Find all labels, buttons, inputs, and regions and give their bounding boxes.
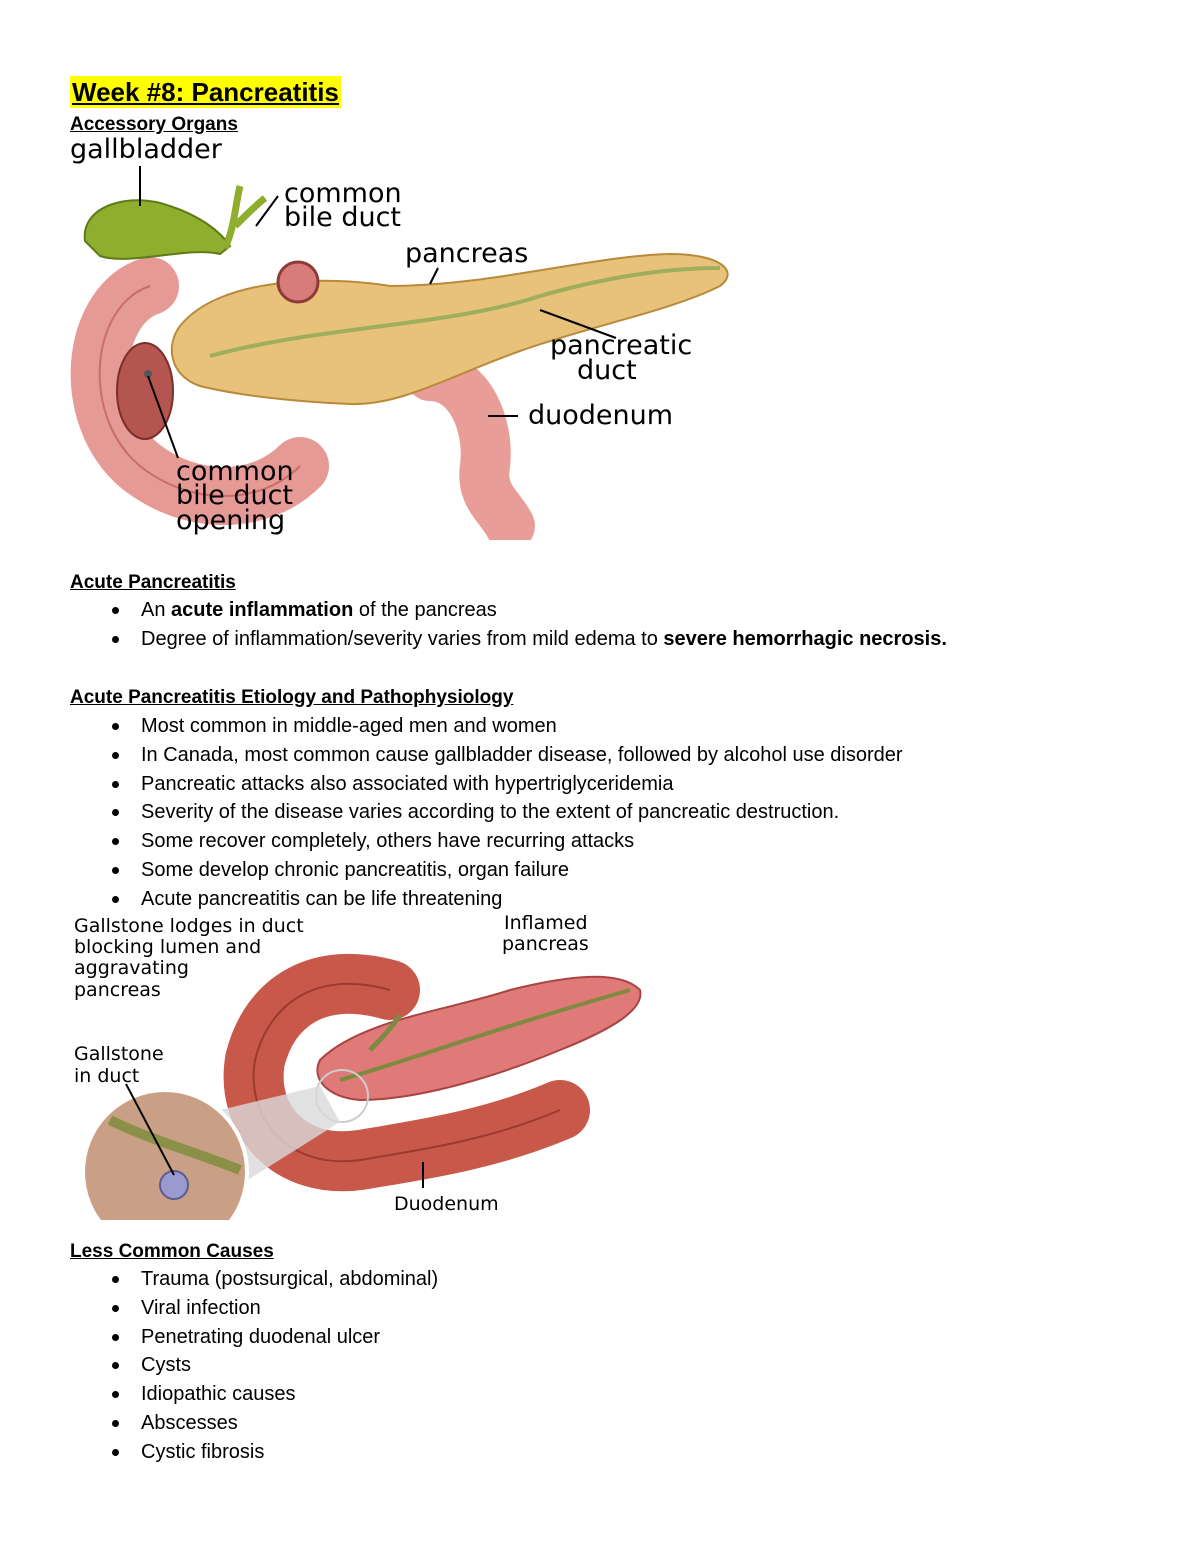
pancreas-leader (429, 267, 439, 285)
heading-accessory-organs: Accessory Organs (70, 114, 238, 135)
list-item: Severity of the disease varies according… (70, 798, 903, 827)
list-item: Degree of inflammation/severity varies f… (70, 625, 947, 654)
label-gallbladder: gallbladder (70, 136, 223, 165)
list-item: Viral infection (70, 1294, 438, 1323)
inflamed-pancreas-figure: Gallstone lodges in duct blocking lumen … (70, 910, 650, 1256)
cbd-leader (255, 195, 279, 227)
label-opening-2: bile duct (176, 480, 293, 511)
cystic-duct (221, 185, 268, 250)
label-stone-2: in duct (74, 1065, 139, 1087)
pancreas-shape (316, 975, 642, 1102)
label-opening-1: common (176, 456, 294, 487)
stone-leader (125, 1083, 175, 1176)
bile-duct-line (368, 1013, 403, 1052)
list-item: Penetrating duodenal ulcer (70, 1323, 438, 1352)
bile-duct-opening-dot (144, 370, 152, 378)
label-lodge-4: pancreas (74, 979, 161, 1001)
duodenum-tail-shape (405, 351, 535, 551)
pancreatic-duct-line (339, 988, 631, 1082)
page-title: Week #8: Pancreatitis (70, 76, 341, 108)
label-lodge-3: aggravating (74, 957, 189, 979)
gallbladder-shape (83, 199, 232, 260)
label-opening-3: opening (176, 505, 285, 536)
label-lodge-2: blocking lumen and (74, 936, 261, 958)
pancreas-anatomy-figure: gallbladder common bile duct pancreas pa… (70, 134, 754, 551)
opening-leader (147, 375, 179, 459)
less-common-causes-list: Trauma (postsurgical, abdominal) Viral i… (70, 1265, 438, 1467)
label-stone-1: Gallstone (74, 1043, 164, 1065)
heading-etiology: Acute Pancreatitis Etiology and Pathophy… (70, 687, 514, 708)
pancreatic-duct-leader (539, 309, 617, 339)
list-item: Most common in middle-aged men and women (70, 712, 903, 741)
list-item: Pancreatic attacks also associated with … (70, 770, 903, 799)
label-cbd-2: bile duct (284, 202, 401, 233)
label-inflamed-1: Inflamed (504, 912, 588, 934)
label-pancreas: pancreas (405, 238, 528, 269)
label-pduct-2: duct (577, 355, 637, 386)
label-inflamed-2: pancreas (502, 933, 589, 955)
bile-duct-ring (276, 260, 320, 304)
list-item: Some recover completely, others have rec… (70, 827, 903, 856)
duodenum-outline (98, 285, 301, 497)
gallstone (159, 1170, 189, 1200)
list-item: Acute pancreatitis can be life threateni… (70, 885, 903, 914)
inflamed-pancreas-illustration: Gallstone lodges in duct blocking lumen … (74, 912, 642, 1256)
etiology-list: Most common in middle-aged men and women… (70, 712, 903, 914)
list-item: An acute inflammation of the pancreas (70, 596, 947, 625)
label-lodge-1: Gallstone lodges in duct (74, 915, 304, 937)
list-item: Cystic fibrosis (70, 1438, 438, 1467)
pancreatic-duct-line (209, 266, 721, 358)
label-cbd-1: common (284, 178, 402, 209)
label-duodenum: duodenum (528, 400, 673, 431)
label-duodenum: Duodenum (394, 1193, 499, 1215)
list-item: Some develop chronic pancreatitis, organ… (70, 856, 903, 885)
list-item: Cysts (70, 1351, 438, 1380)
list-item: Idiopathic causes (70, 1380, 438, 1409)
list-item: Trauma (postsurgical, abdominal) (70, 1265, 438, 1294)
heading-acute-pancreatitis: Acute Pancreatitis (70, 572, 236, 593)
label-pduct-1: pancreatic (550, 330, 692, 361)
duodenum-opening (116, 342, 174, 440)
heading-less-common-causes: Less Common Causes (70, 1241, 274, 1262)
list-item: In Canada, most common cause gallbladder… (70, 741, 903, 770)
acute-pancreatitis-list: An acute inflammation of the pancreas De… (70, 596, 947, 654)
zoom-duct (107, 1115, 242, 1175)
list-item: Abscesses (70, 1409, 438, 1438)
pancreas-anatomy-illustration: gallbladder common bile duct pancreas pa… (70, 134, 729, 551)
